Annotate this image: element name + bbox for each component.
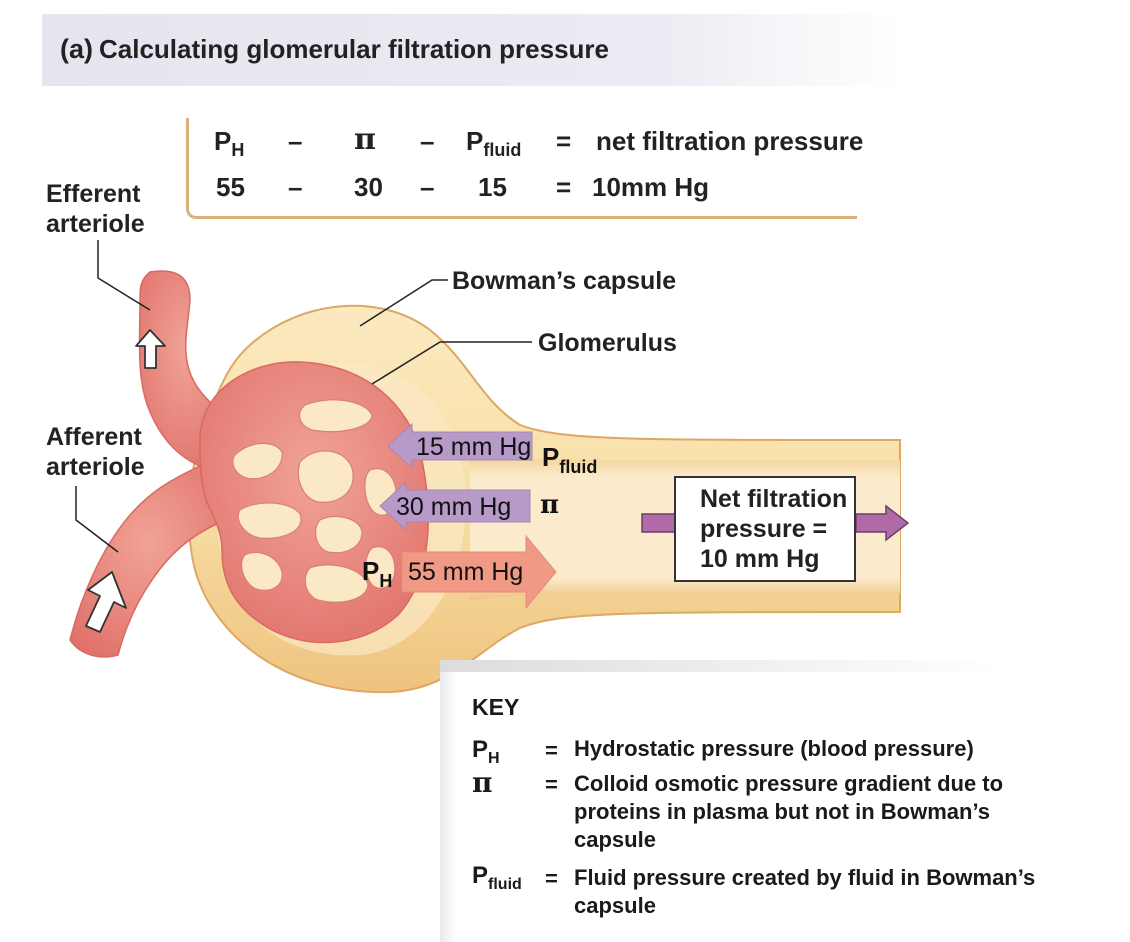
key-symbol-ph: PH: [472, 736, 500, 767]
net-line-3: 10 mm Hg: [700, 545, 820, 573]
capillary-gap-5: [314, 515, 363, 554]
net-flow-arrow-tail: [641, 513, 677, 533]
afferent-flow-arrow-icon: [85, 571, 127, 633]
key-symbol-pfluid: Pfluid: [472, 862, 522, 893]
title-banner: [42, 14, 902, 86]
eq-minus-2: –: [420, 126, 435, 156]
pi-symbol: π: [540, 490, 560, 520]
pi-value-label: 30 mm Hg: [396, 493, 512, 521]
net-flow-arrow-head-icon: [855, 504, 910, 542]
capillary-gap-9: [365, 546, 396, 589]
equation-box: [186, 118, 857, 219]
ph-arrow-shape: [401, 534, 557, 610]
eq-pfluid-value: 15: [478, 172, 507, 202]
glomerulus-leader-line: [371, 341, 532, 385]
pfluid-arrow-shape: [387, 422, 533, 470]
efferent-leader-line: [97, 240, 151, 311]
afferent-leader-line: [75, 486, 119, 553]
panel-label: (a): [60, 34, 93, 64]
key-desc-pi: Colloid osmotic pressure gradient due to…: [574, 771, 1004, 852]
bowmans-leader-line: [359, 279, 448, 327]
key-desc-pfluid: Fluid pressure created by fluid in Bowma…: [574, 865, 1036, 918]
eq-equals-1: =: [556, 126, 572, 156]
eq-result-value: 10mm Hg: [592, 172, 710, 202]
figure-title: (a)Calculating glomerular filtration pre…: [60, 34, 609, 65]
pfluid-value-label: 15 mm Hg: [416, 433, 532, 461]
eq-result-label: net filtration pressure: [596, 126, 864, 156]
ph-value-label: 55 mm Hg: [408, 558, 524, 586]
afferent-arteriole-label: Afferent arteriole: [46, 423, 145, 481]
title-text: Calculating glomerular filtration pressu…: [99, 34, 609, 64]
capillary-gap-1: [298, 399, 373, 433]
eq-equals-2: =: [556, 172, 572, 202]
bowmans-capsule-label: Bowman’s capsule: [452, 267, 677, 295]
key-equals-1: =: [545, 738, 558, 763]
eq-pi-value: 30: [354, 172, 383, 202]
capillary-gap-8: [304, 564, 369, 603]
capillary-gap-3: [297, 450, 354, 503]
key-title: KEY: [472, 694, 520, 720]
key-desc-ph: Hydrostatic pressure (blood pressure): [574, 736, 974, 761]
ph-symbol: PH: [362, 556, 393, 591]
eq-minus-1: –: [288, 126, 303, 156]
efferent-flow-arrow-icon: [135, 329, 166, 369]
capillary-gap-2: [232, 442, 283, 480]
net-line-1: Net filtration: [700, 485, 848, 513]
pfluid-symbol: Pfluid: [542, 442, 598, 477]
eq-minus-3: –: [288, 172, 303, 202]
eq-ph-value: 55: [216, 172, 245, 202]
net-filtration-box: Net filtration pressure = 10 mm Hg: [674, 476, 856, 582]
key-equals-2: =: [545, 772, 558, 797]
key-panel: [440, 660, 1130, 942]
key-equals-3: =: [545, 866, 558, 891]
eq-pi: π: [354, 122, 376, 157]
glomerulus-label: Glomerulus: [538, 329, 677, 357]
pi-arrow-shape: [379, 480, 531, 532]
capillary-gap-4: [237, 502, 302, 539]
eq-ph: PH: [214, 126, 245, 160]
efferent-arteriole-label: Efferent arteriole: [46, 180, 145, 238]
eq-pfluid: Pfluid: [466, 126, 522, 160]
eq-minus-4: –: [420, 172, 435, 202]
capillary-gap-7: [241, 551, 283, 591]
key-symbol-pi: π: [472, 766, 493, 799]
net-line-2: pressure =: [700, 515, 828, 543]
key-panel-top-edge: [440, 660, 1000, 672]
